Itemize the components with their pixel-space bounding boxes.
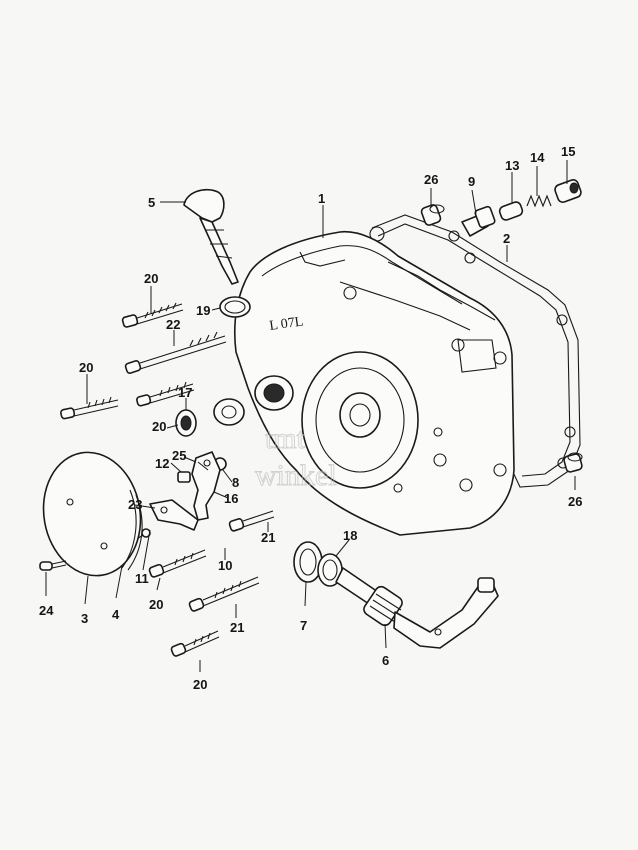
callout-13: 13 (505, 158, 519, 173)
callout-4: 4 (112, 607, 120, 622)
callout-20: 20 (144, 271, 158, 286)
clutch-lever (131, 499, 199, 543)
callout-17: 17 (178, 385, 192, 400)
callout-25: 25 (172, 448, 186, 463)
callout-22: 22 (166, 317, 180, 332)
callout-18: 18 (343, 528, 357, 543)
oil-seal-17 (175, 409, 197, 437)
screws (60, 302, 275, 657)
callout-20: 20 (79, 360, 93, 375)
callout-20: 20 (152, 419, 166, 434)
leader-lines (45, 160, 576, 672)
watermark-line1: tmt (265, 422, 306, 455)
kick-shaft-assembly (293, 541, 499, 649)
casting-mark: L 07L (268, 314, 304, 334)
callout-11: 11 (135, 571, 149, 586)
callout-12: 12 (155, 456, 169, 471)
oil-dipstick (160, 188, 239, 285)
crankcase-cover: L 07L (213, 230, 515, 536)
upper-small-parts (420, 179, 583, 473)
small-parts (177, 451, 227, 521)
callout-10: 10 (218, 558, 232, 573)
callout-20: 20 (149, 597, 163, 612)
callout-2: 2 (503, 231, 510, 246)
watermark-line2: winkel (255, 459, 337, 492)
callout-16: 16 (224, 491, 238, 506)
bracket-16 (191, 451, 221, 521)
watermark: tmt winkel (255, 422, 338, 493)
callout-23: 23 (128, 497, 142, 512)
callout-14: 14 (530, 150, 545, 165)
nut-12 (177, 471, 191, 483)
callout-26: 26 (424, 172, 438, 187)
callout-1: 1 (318, 191, 325, 206)
seal-7 (293, 541, 323, 583)
callout-20: 20 (193, 677, 207, 692)
callout-5: 5 (148, 195, 155, 210)
callout-8: 8 (232, 475, 239, 490)
clutch-cover-plate (42, 451, 143, 577)
callout-6: 6 (382, 653, 389, 668)
callout-9: 9 (468, 174, 475, 189)
callout-26: 26 (568, 494, 582, 509)
callout-7: 7 (300, 618, 307, 633)
callout-21: 21 (230, 620, 244, 635)
gasket (369, 214, 581, 488)
screw-24 (39, 560, 67, 571)
callout-24: 24 (39, 603, 54, 618)
callouts: 5 1 26 9 13 14 15 2 20 19 22 20 17 20 12… (39, 144, 582, 692)
callout-19: 19 (196, 303, 210, 318)
callout-21: 21 (261, 530, 275, 545)
callout-15: 15 (561, 144, 575, 159)
o-ring-19 (211, 296, 251, 318)
callout-3: 3 (81, 611, 88, 626)
